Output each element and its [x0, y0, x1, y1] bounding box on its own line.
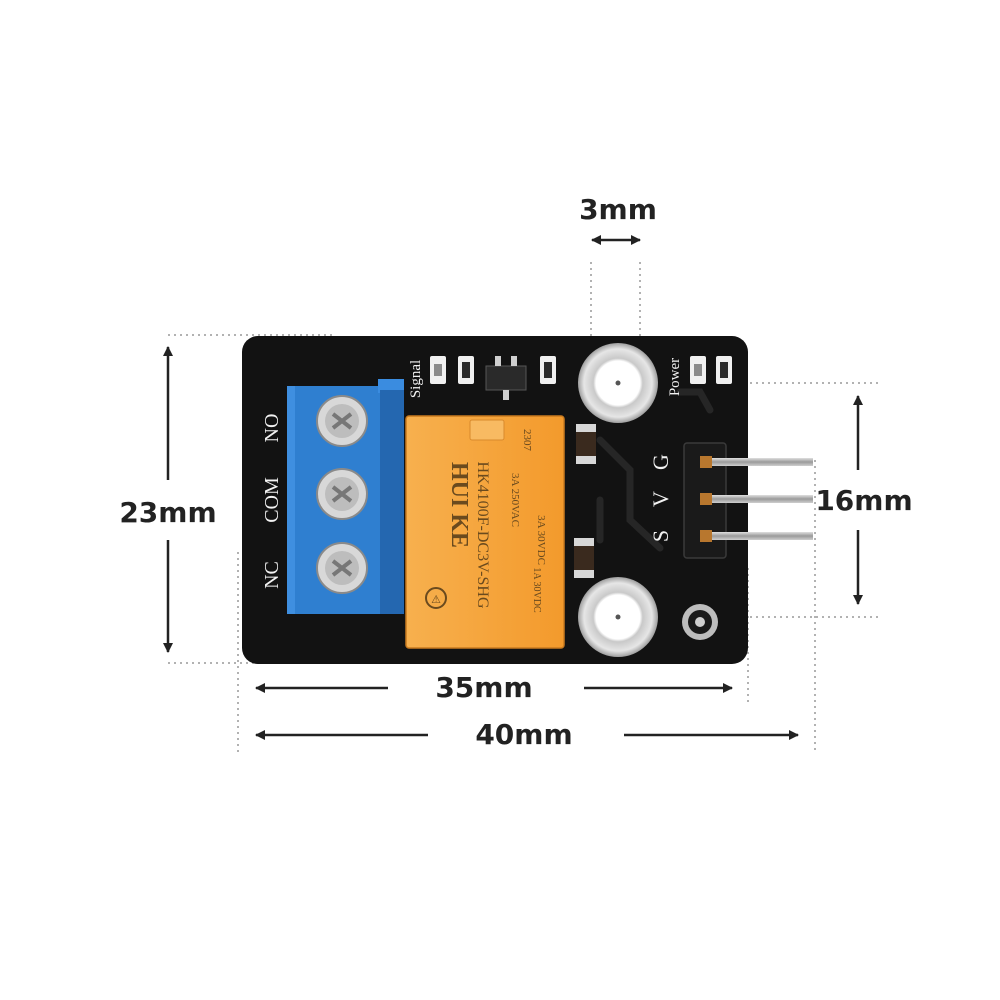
relay-rating-2: 3A 30VDC	[535, 515, 547, 565]
relay-rating-3: 1A 30VDC	[531, 567, 542, 613]
via-pad	[682, 604, 718, 640]
diode	[576, 424, 596, 464]
pin-label-v: V	[648, 491, 673, 507]
pin-label-g: G	[648, 454, 673, 470]
terminal-screw	[316, 395, 368, 447]
terminal-screw	[316, 468, 368, 520]
relay-model: HK4100F-DC3V-SHG	[474, 462, 491, 609]
power-led-group	[690, 356, 732, 384]
dim-label-3mm: 3mm	[579, 193, 657, 226]
pin	[703, 495, 813, 503]
terminal-block	[287, 379, 404, 614]
relay-code: 2307	[521, 429, 533, 452]
relay-rating-1: 3A 250VAC	[509, 473, 521, 527]
terminal-screw	[316, 542, 368, 594]
pin-label-s: S	[648, 530, 673, 542]
terminal-label-com: COM	[261, 477, 283, 523]
smd-components-top	[430, 356, 556, 400]
relay-body	[405, 415, 565, 649]
hole-center-dot	[615, 614, 621, 620]
terminal-label-nc: NC	[261, 561, 283, 589]
terminal-label-no: NO	[261, 414, 283, 443]
dimension-arrows	[163, 235, 863, 740]
smd-components-mid	[574, 424, 596, 578]
pcb-traces	[596, 388, 714, 552]
signal-label: Signal	[408, 360, 424, 398]
relay-module-board: NO COM NC Signal 2307 HUI KE HK4100F-DC3…	[242, 336, 813, 664]
dim-label-40mm: 40mm	[475, 718, 572, 751]
terminal-block-left-edge	[287, 386, 295, 614]
relay: 2307 HUI KE HK4100F-DC3V-SHG 3A 250VAC 3…	[405, 415, 565, 649]
relay-logo-icon	[425, 587, 447, 609]
hole-center-dot	[615, 380, 621, 386]
relay-notch	[469, 419, 505, 441]
dim-label-23mm: 23mm	[119, 496, 216, 529]
terminal-block-side	[380, 390, 404, 614]
relay-brand: HUI KE	[446, 462, 472, 548]
capacitor	[574, 538, 594, 578]
transistor	[485, 365, 527, 391]
pin	[703, 458, 813, 466]
dim-label-16mm: 16mm	[815, 484, 912, 517]
dim-label-35mm: 35mm	[435, 671, 532, 704]
terminal-block-top-tab	[378, 379, 404, 393]
power-label: Power	[667, 358, 683, 396]
pin	[703, 532, 813, 540]
pin-header	[683, 442, 813, 559]
relay-cert-mark: ⚠	[431, 593, 441, 606]
